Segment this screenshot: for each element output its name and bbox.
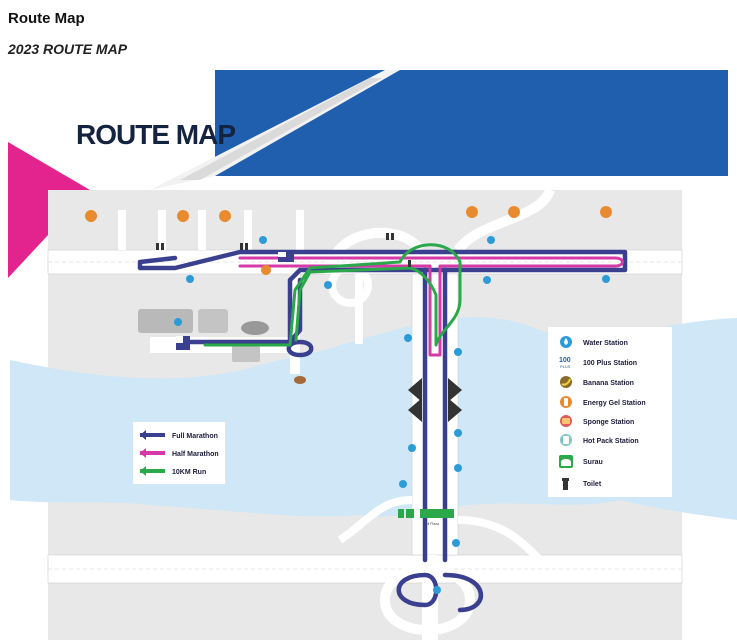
route-legend-item: Full Marathon <box>140 430 218 440</box>
legend-10km: 10KM Run <box>172 469 206 476</box>
map-pins <box>85 206 613 288</box>
svg-text:100: 100 <box>559 357 571 364</box>
legend-sponge-station: Sponge Station <box>583 419 634 426</box>
pin-icon <box>261 265 272 288</box>
station-legend: Water Station 100 PLUS 100 Plus Station … <box>548 327 672 497</box>
traffic-light-markers <box>156 233 411 267</box>
pin-icon <box>508 206 521 234</box>
map-title: ROUTE MAP <box>76 119 235 150</box>
page-subtitle: 2023 ROUTE MAP <box>8 41 128 57</box>
water-drop-icon <box>487 236 495 244</box>
water-drop-icon <box>408 444 416 452</box>
legend-surau: Surau <box>583 459 603 466</box>
legend-water-station: Water Station <box>583 340 628 347</box>
100plus-icon: 100 PLUS <box>559 357 571 369</box>
route-legend-item: 10KM Run <box>140 466 206 476</box>
legend-full-marathon: Full Marathon <box>172 433 218 440</box>
pin-icon <box>219 210 232 238</box>
mosque-icon <box>559 455 573 468</box>
route-legend: Full Marathon Half Marathon 10KM Run <box>133 422 225 484</box>
energy-gel-icon <box>560 396 572 408</box>
water-drop-icon <box>452 539 460 547</box>
water-drop-icon <box>560 336 572 348</box>
sponge-icon <box>560 415 572 427</box>
hot-pack-icon <box>560 434 572 446</box>
toll-plaza-label: Toll Plaza <box>424 522 439 526</box>
pin-icon <box>177 210 190 238</box>
svg-text:PLUS: PLUS <box>560 364 571 369</box>
pin-icon <box>85 210 98 238</box>
legend-banana-station: Banana Station <box>583 380 634 387</box>
water-drop-icon <box>454 348 462 356</box>
water-drop-icon <box>454 464 462 472</box>
water-drop-icon <box>404 334 412 342</box>
water-drop-icon <box>186 275 194 283</box>
pin-icon <box>466 206 479 234</box>
route-10km <box>203 243 462 347</box>
water-drop-icon <box>174 318 182 326</box>
water-drop-icon <box>324 281 332 289</box>
toll-plaza-marker <box>420 509 454 518</box>
water-drop-icon <box>399 480 407 488</box>
water-drop-icon <box>483 276 491 284</box>
pin-icon <box>600 206 613 234</box>
page-title: Route Map <box>8 10 85 27</box>
legend-energy-gel-station: Energy Gel Station <box>583 400 646 407</box>
legend-toilet: Toilet <box>583 481 602 488</box>
legend-100plus-station: 100 Plus Station <box>583 360 637 367</box>
grey-banner-stripe <box>180 78 382 180</box>
legend-hot-pack-station: Hot Pack Station <box>583 438 639 445</box>
banana-icon <box>560 376 572 388</box>
water-drop-icon <box>454 429 462 437</box>
water-drop-icon <box>259 236 267 244</box>
toilet-icon <box>562 478 569 490</box>
legend-half-marathon: Half Marathon <box>172 451 219 458</box>
route-legend-item: Half Marathon <box>140 448 219 458</box>
water-drop-icon <box>433 586 441 594</box>
water-station-markers <box>174 236 610 594</box>
water-drop-icon <box>602 275 610 283</box>
route-half-marathon <box>238 256 624 357</box>
